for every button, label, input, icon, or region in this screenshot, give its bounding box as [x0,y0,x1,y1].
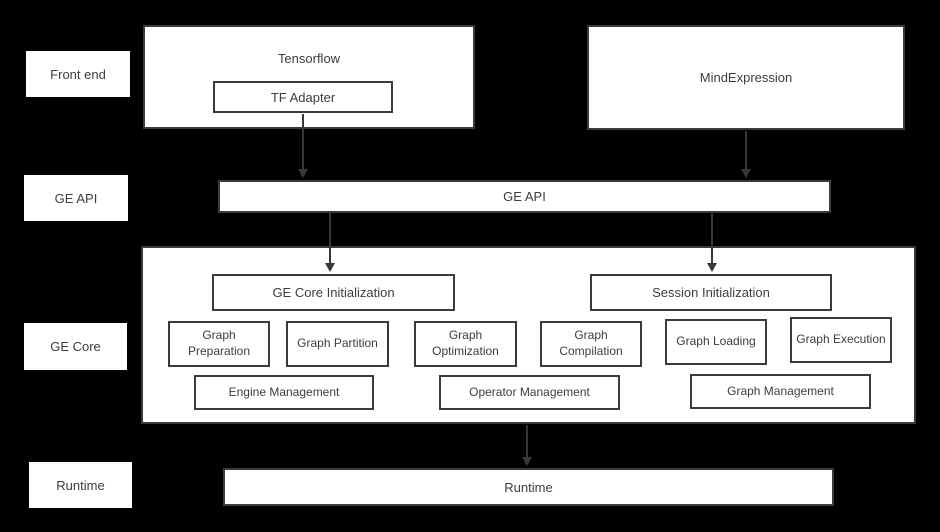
arrow-head-icon [325,263,335,272]
ge-api-bar: GE API [218,180,831,213]
runtime-bar: Runtime [223,468,834,506]
arrow-line [745,131,747,169]
arrow-mindexpression-to-ge-api [741,131,751,178]
mindexpression-label: MindExpression [699,70,793,85]
graph-optimization-box: Graph Optimization [414,321,517,367]
operator-management-label: Operator Management [469,384,590,399]
graph-compilation-label: Graph Compilation [559,328,623,358]
row-label-text: GE API [54,190,98,206]
row-label-ge-core: GE Core [24,323,127,370]
arrow-ge-core-to-runtime [522,425,532,466]
arrow-head-icon [707,263,717,272]
arrow-line [329,213,331,263]
graph-loading-box: Graph Loading [665,319,767,365]
operator-management-box: Operator Management [439,375,620,410]
graph-preparation-label: Graph Preparation [187,328,251,358]
graph-compilation-box: Graph Compilation [540,321,642,367]
tf-adapter-label: TF Adapter [270,89,336,105]
session-initialization-box: Session Initialization [590,274,832,311]
graph-execution-box: Graph Execution [790,317,892,363]
row-label-text: Front end [50,66,106,82]
arrow-ge-api-to-session-initialization [707,213,717,272]
tf-adapter-box: TF Adapter [213,81,393,113]
graph-execution-label: Graph Execution [796,332,886,347]
arrow-head-icon [298,169,308,178]
ge-core-box: GE Core Initialization Session Initializ… [141,246,916,424]
arrow-line [711,213,713,263]
row-label-ge-api: GE API [24,175,128,221]
arrow-tf-adapter-to-ge-api [298,114,308,178]
row-label-front-end: Front end [26,51,130,97]
tensorflow-box: Tensorflow TF Adapter [143,25,475,129]
ge-core-initialization-label: GE Core Initialization [272,285,395,300]
arrow-head-icon [741,169,751,178]
graph-optimization-label: Graph Optimization [432,328,499,358]
graph-preparation-box: Graph Preparation [168,321,270,367]
graph-management-label: Graph Management [727,383,834,398]
session-initialization-label: Session Initialization [652,285,770,300]
arrow-ge-api-to-ge-core-initialization [325,213,335,272]
row-label-runtime: Runtime [29,462,132,508]
graph-partition-label: Graph Partition [297,336,378,351]
runtime-label: Runtime [504,479,553,495]
tensorflow-label: Tensorflow [277,51,341,66]
engine-management-box: Engine Management [194,375,374,410]
engine-management-label: Engine Management [228,384,340,399]
row-label-text: GE Core [50,339,101,354]
graph-partition-box: Graph Partition [286,321,389,367]
arrow-line [526,425,528,457]
arrow-line [302,114,304,169]
graph-management-box: Graph Management [690,374,871,409]
row-label-text: Runtime [56,477,105,493]
mindexpression-box: MindExpression [587,25,905,130]
ge-core-initialization-box: GE Core Initialization [212,274,455,311]
graph-loading-label: Graph Loading [676,334,756,349]
ge-api-label: GE API [503,189,546,204]
arrow-head-icon [522,457,532,466]
